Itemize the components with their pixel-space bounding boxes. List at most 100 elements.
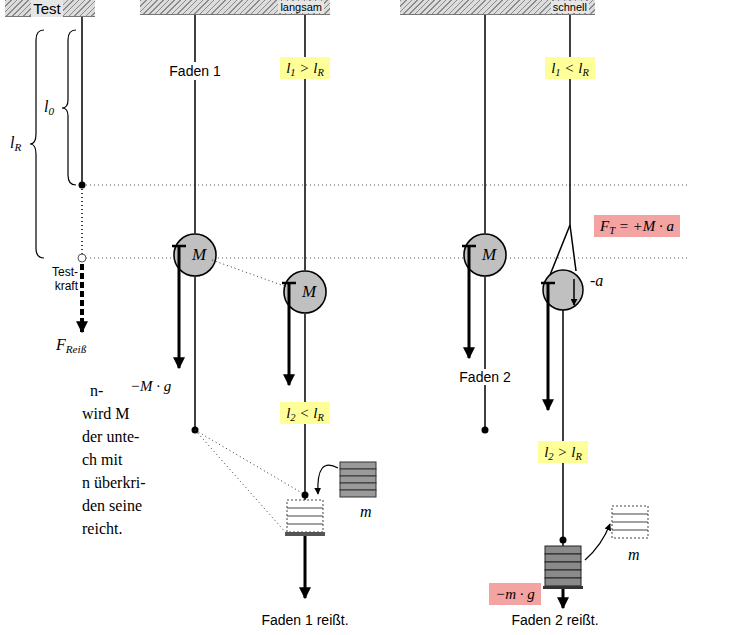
reference-line	[86, 185, 690, 186]
thread-end-dot	[482, 427, 489, 434]
mass-symbol: M	[301, 282, 317, 302]
mass-circle: M	[463, 233, 507, 277]
length-symbol: l0	[44, 98, 54, 116]
stretch-line	[81, 185, 83, 254]
length-box: l2 > lR	[538, 441, 588, 463]
weight-arrow	[304, 536, 307, 598]
mass-plate	[340, 476, 376, 483]
thread-split	[550, 225, 570, 275]
thread	[569, 68, 571, 225]
length-box: l1 > lR	[280, 57, 330, 79]
thread	[304, 79, 306, 270]
weight-arrow	[288, 283, 291, 385]
ceiling-band: Test	[5, 0, 95, 17]
thread-label: Faden 1	[167, 62, 222, 80]
mass-outline	[174, 234, 216, 276]
added-plate	[287, 516, 323, 524]
mass-symbol: m	[360, 503, 372, 521]
formula-text: −m · g	[495, 586, 535, 602]
thread-label: Faden 2	[459, 369, 510, 385]
added-plate	[287, 524, 323, 532]
length-symbol: lR	[10, 134, 21, 152]
added-plate	[287, 500, 323, 508]
removed-plate	[612, 506, 648, 514]
length-box: l2 < lR	[280, 402, 330, 424]
formula-text: l1 < lR	[551, 60, 589, 76]
thread-split	[570, 225, 576, 271]
weight-arrow	[468, 246, 471, 358]
formula-text: l2 < lR	[286, 405, 324, 421]
thread	[304, 314, 306, 402]
caption-text: Faden 2 reißt.	[511, 612, 598, 628]
length-brace	[62, 30, 76, 185]
weight-arrow	[547, 283, 550, 410]
thread	[484, 277, 486, 430]
weight-arrow	[178, 246, 181, 368]
body-text-fragment: den seine	[82, 497, 142, 515]
mass-plate	[545, 546, 581, 554]
shift-line	[212, 260, 287, 287]
mass-circle: M	[173, 233, 217, 277]
mass-plate	[340, 469, 376, 476]
mass-plate	[340, 483, 376, 490]
test-thread	[81, 14, 83, 185]
thread	[304, 413, 306, 500]
formula-text: l1 > lR	[286, 60, 324, 76]
ceiling-label: langsam	[278, 1, 324, 13]
mass-plate	[545, 570, 581, 578]
thread	[484, 15, 486, 233]
removed-plate	[612, 522, 648, 530]
formula-text: FT = +M · a	[600, 218, 674, 234]
mass-outline	[284, 271, 326, 313]
thread	[194, 277, 196, 430]
body-text-fragment: reicht.	[82, 520, 122, 538]
thread	[304, 15, 306, 57]
body-text-fragment: ch mit	[82, 451, 122, 469]
length-brace	[30, 30, 44, 258]
mass-plate	[545, 578, 581, 586]
transfer-arrow	[318, 465, 338, 494]
thread	[569, 15, 571, 57]
formula-text: l2 > lR	[544, 444, 582, 460]
body-text-fragment: wird M	[82, 405, 130, 423]
force-box: −m · g	[489, 583, 541, 605]
acceleration-symbol: -a	[590, 272, 603, 290]
mass-outline	[464, 234, 506, 276]
thread	[562, 310, 564, 546]
force-symbol: FReiß	[56, 336, 86, 354]
body-text-fragment: n überkri-	[82, 474, 146, 492]
acceleration-arrow	[573, 279, 575, 305]
thread-end-dot	[302, 492, 309, 499]
ceiling-band: schnell	[400, 0, 595, 15]
mass-symbol: M	[191, 245, 207, 265]
mass-symbol: m	[628, 546, 640, 564]
shift-line	[195, 430, 302, 493]
shift-line	[195, 430, 287, 534]
body-text-fragment: n-	[90, 382, 103, 400]
length-box: l1 < lR	[545, 57, 595, 79]
hanger-bar	[285, 532, 325, 536]
force-label: Test- kraft	[34, 266, 78, 294]
test-force-arrow	[80, 264, 84, 332]
open-dot	[78, 254, 86, 262]
caption-text: Faden 1 reißt.	[261, 612, 348, 628]
mass-plate	[545, 562, 581, 570]
thread-end-dot	[560, 537, 567, 544]
body-text-fragment: der unte-	[82, 428, 139, 446]
mass-plate	[340, 490, 376, 497]
added-plate	[287, 508, 323, 516]
weight-arrow	[562, 589, 565, 608]
thread	[194, 15, 196, 233]
removed-plate	[612, 514, 648, 522]
mass-plate	[340, 462, 376, 469]
mass-circle: M	[283, 270, 327, 314]
ceiling-label: Test	[31, 0, 63, 17]
force-formula: −M · g	[130, 378, 171, 395]
force-box: FT = +M · a	[594, 215, 680, 237]
ceiling-band: langsam	[140, 0, 330, 15]
removed-plate	[612, 530, 648, 538]
mass-plate	[545, 554, 581, 562]
